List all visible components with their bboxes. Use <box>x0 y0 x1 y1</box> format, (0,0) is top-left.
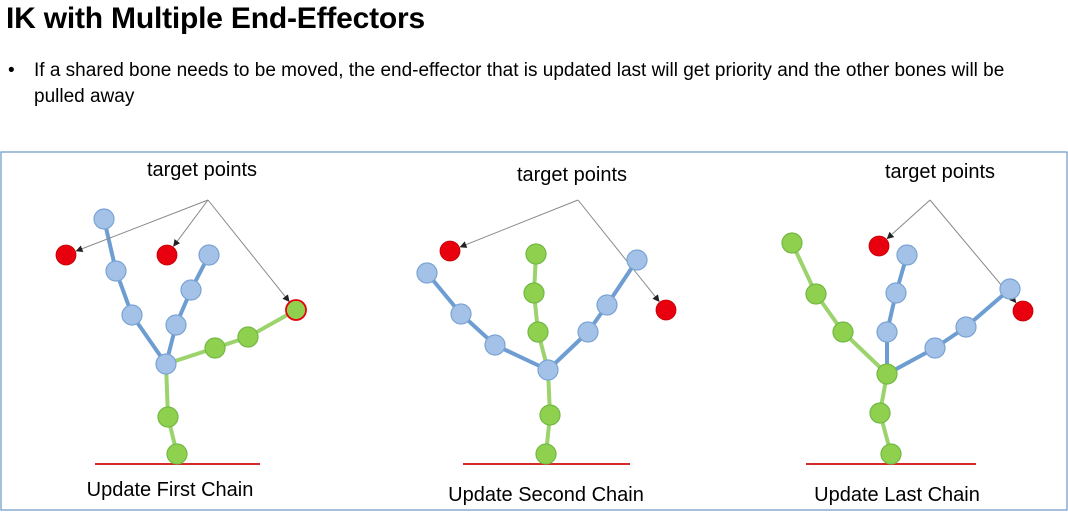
blue-joint <box>896 244 918 266</box>
diagram-frame <box>0 151 1068 511</box>
blue-joint <box>924 337 946 359</box>
green-joint <box>166 443 188 465</box>
blue-joint <box>955 316 977 338</box>
target-points-label: target points <box>517 164 627 186</box>
blue-joint <box>121 304 143 326</box>
green-joint <box>781 232 803 254</box>
green-joint <box>876 363 898 385</box>
panel-caption: Update Second Chain <box>448 484 644 506</box>
target-arrow <box>173 199 209 247</box>
reached-target-ring <box>285 299 307 321</box>
blue-joint <box>93 208 115 230</box>
blue-joint <box>105 260 127 282</box>
green-joint <box>523 282 545 304</box>
target-point <box>868 235 890 257</box>
blue-joint <box>155 353 177 375</box>
blue-joint <box>198 244 220 266</box>
target-points-label: target points <box>885 161 995 183</box>
blue-joint <box>537 359 559 381</box>
green-joint <box>832 321 854 343</box>
green-joint <box>805 283 827 305</box>
blue-joint <box>577 321 599 343</box>
bullet-point: • If a shared bone needs to be moved, th… <box>8 58 1058 110</box>
blue-joint <box>626 249 648 271</box>
target-point <box>1012 300 1034 322</box>
panel-caption: Update First Chain <box>87 479 254 501</box>
blue-joint <box>180 279 202 301</box>
blue-joint <box>885 282 907 304</box>
blue-joint <box>165 314 187 336</box>
blue-joint <box>999 278 1021 300</box>
bullet-marker: • <box>8 60 15 81</box>
target-point <box>655 299 677 321</box>
slide-title: IK with Multiple End-Effectors <box>6 2 425 35</box>
target-arrow <box>459 199 579 248</box>
target-arrow <box>207 199 290 302</box>
target-arrow <box>577 199 660 302</box>
blue-joint <box>450 303 472 325</box>
green-joint <box>204 337 226 359</box>
bullet-text: If a shared bone needs to be moved, the … <box>34 60 1005 107</box>
target-arrow <box>886 199 931 240</box>
green-joint <box>869 402 891 424</box>
target-point <box>156 244 178 266</box>
green-joint <box>525 243 547 265</box>
green-joint <box>535 443 557 465</box>
blue-joint <box>416 262 438 284</box>
green-joint <box>527 321 549 343</box>
green-joint <box>237 326 259 348</box>
blue-joint <box>596 294 618 316</box>
green-joint <box>880 443 902 465</box>
blue-joint <box>876 321 898 343</box>
blue-joint <box>484 334 506 356</box>
target-point <box>55 244 77 266</box>
target-points-label: target points <box>147 159 257 181</box>
panel-caption: Update Last Chain <box>814 484 980 506</box>
green-joint <box>157 406 179 428</box>
target-arrow <box>75 199 209 253</box>
target-point <box>439 240 461 262</box>
green-joint <box>539 404 561 426</box>
